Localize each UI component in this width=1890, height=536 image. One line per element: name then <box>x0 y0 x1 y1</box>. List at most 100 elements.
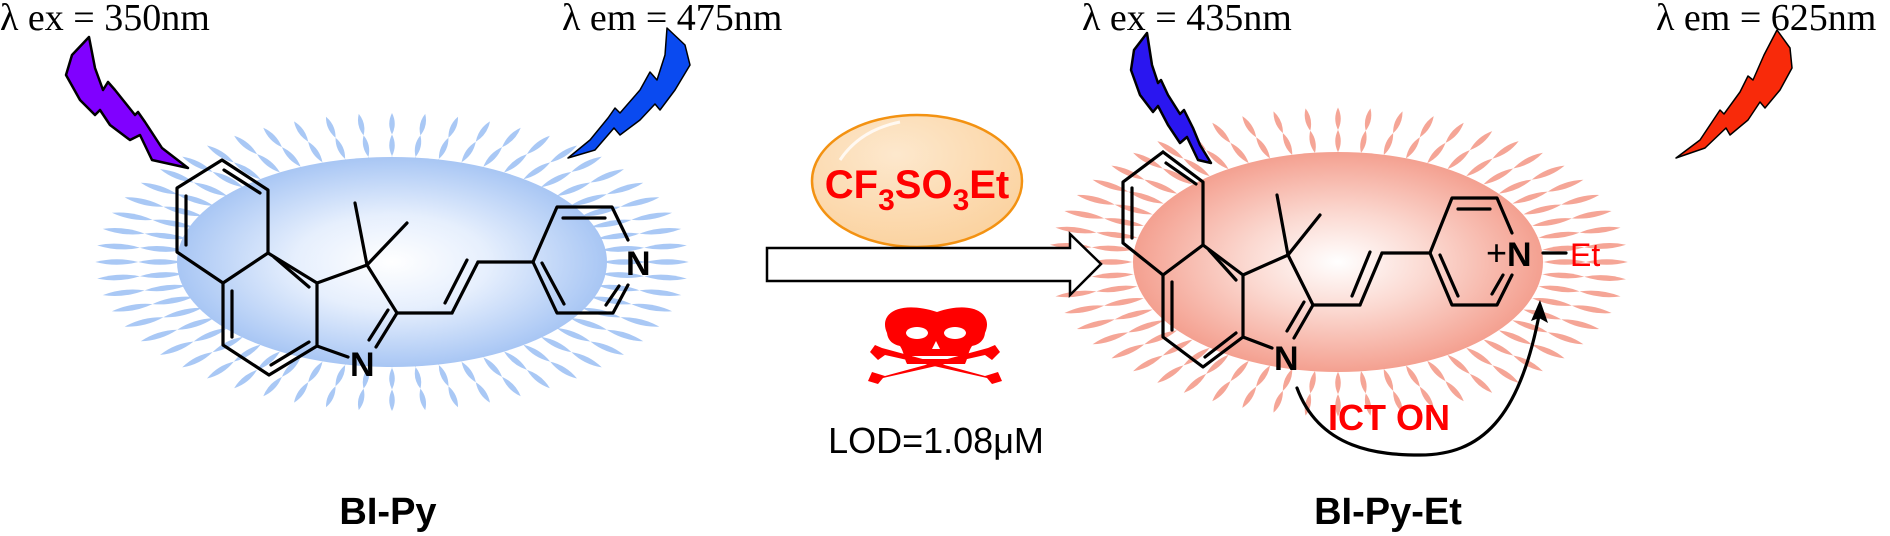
fluorescence-ray <box>1114 204 1153 215</box>
fluorescence-ray <box>177 318 214 330</box>
fluorescence-ray <box>1585 259 1628 265</box>
fluorescence-ray <box>212 336 244 353</box>
fluorescence-ray <box>523 162 551 180</box>
fluorescence-ray <box>1393 111 1403 134</box>
fluorescence-ray <box>281 357 301 377</box>
bi-py-et-structure: N + N Et <box>1121 150 1600 457</box>
fluorescence-ray <box>556 182 591 197</box>
fluorescence-ray <box>606 329 644 342</box>
ict-arrowhead-icon <box>1531 300 1548 323</box>
fluorescence-ray <box>1498 179 1532 194</box>
left-excitation-label: λ ex = 350nm <box>0 0 210 39</box>
fluorescence-ray <box>160 341 194 355</box>
fluorescence-ray <box>1064 210 1105 219</box>
reaction-arrow <box>765 231 1103 299</box>
fluorescence-ray <box>639 227 682 235</box>
fluorescence-ray <box>1111 165 1145 180</box>
fluorescence-ray <box>1512 191 1548 204</box>
fluorescence-ray <box>645 259 689 265</box>
fluorescence-ray <box>140 329 178 342</box>
fluorescence-ray <box>1335 394 1341 417</box>
fluorescence-ray <box>97 243 140 250</box>
fluorescence-ray <box>1282 133 1293 155</box>
fluorescence-ray <box>111 303 153 312</box>
fluorescence-ray <box>438 137 449 159</box>
fluorescence-ray <box>1469 131 1493 151</box>
fluorescence-ray <box>281 147 301 167</box>
right-molecule-name: BI-Py-Et <box>1314 491 1462 533</box>
fluorescence-ray <box>1096 231 1138 239</box>
fluorescence-ray <box>362 367 370 389</box>
fluorescence-ray <box>1360 130 1367 153</box>
left-glow <box>177 157 607 367</box>
fluorescence-ray <box>1144 330 1178 345</box>
fluorescence-ray <box>1242 116 1257 138</box>
fluorescence-ray <box>308 361 323 383</box>
fluorescence-ray <box>1447 150 1470 170</box>
fluorescence-ray <box>448 116 459 138</box>
fluorescence-ray <box>1561 319 1600 330</box>
fluorescence-ray <box>308 141 323 163</box>
fluorescence-ray <box>257 351 280 370</box>
fluorescence-ray <box>294 121 309 142</box>
fluorescence-ray <box>1183 373 1207 393</box>
fluorescence-ray <box>1383 133 1394 155</box>
fluorescence-ray <box>1092 179 1129 192</box>
fluorescence-ray <box>1076 194 1115 205</box>
fluorescence-ray <box>1335 107 1341 130</box>
fluorescence-ray <box>139 272 183 278</box>
fluorescence-ray <box>1309 130 1316 153</box>
fluorescence-ray <box>97 274 140 281</box>
fluorescence-ray <box>644 274 687 281</box>
excitation-lightning-icon <box>1129 31 1213 165</box>
fluorescence-ray <box>140 182 178 195</box>
fluorescence-ray <box>1427 360 1446 382</box>
fluorescence-ray <box>556 327 591 342</box>
fluorescence-ray <box>357 113 365 136</box>
fluorescence-ray <box>1304 108 1312 131</box>
fluorescence-ray <box>234 135 258 155</box>
fluorescence-ray <box>590 341 624 355</box>
fluorescence-ray <box>461 141 476 163</box>
fluorescence-ray <box>1571 210 1612 219</box>
fluorescence-ray <box>1466 158 1493 177</box>
fluorescence-ray <box>389 112 395 135</box>
fluorescence-ray <box>1133 355 1163 372</box>
fluorescence-ray <box>631 212 673 221</box>
fluorescence-ray <box>571 352 602 368</box>
fluorescence-ray <box>581 206 621 217</box>
fluorescence-ray <box>1531 165 1565 180</box>
fluorescence-ray <box>1212 381 1231 402</box>
fluorescence-ray <box>1512 320 1548 333</box>
fluorescence-ray <box>1532 218 1572 227</box>
fluorescence-ray <box>163 206 203 217</box>
fluorescence-ray <box>1335 371 1341 395</box>
fluorescence-ray <box>124 197 164 207</box>
fluorescence-ray <box>1104 297 1144 306</box>
fluorescence-ray <box>233 162 261 180</box>
fluorescence-ray <box>1064 305 1105 314</box>
fluorescence-ray <box>1531 344 1565 359</box>
fluorescence-ray <box>1538 231 1580 239</box>
fluorescence-ray <box>1309 371 1316 394</box>
ict-on-label: ICT ON <box>1328 397 1450 438</box>
excitation-lightning-icon <box>64 35 190 170</box>
fluorescence-ray <box>1096 285 1138 293</box>
fluorescence-ray <box>475 382 490 403</box>
fluorescence-ray <box>1427 142 1446 164</box>
fluorescence-ray <box>263 127 282 148</box>
fluorescence-ray <box>631 303 673 312</box>
fluorescence-ray <box>257 154 280 173</box>
fluorescence-ray <box>95 259 139 265</box>
fluorescence-ray <box>483 147 503 167</box>
fluorescence-ray <box>1144 179 1178 194</box>
fluorescence-ray <box>1538 285 1580 293</box>
fluorescence-ray <box>1483 168 1514 185</box>
fluorescence-ray <box>590 296 632 305</box>
fluorescence-ray <box>182 352 213 368</box>
fluorescence-ray <box>163 307 203 318</box>
fluorescence-ray <box>419 388 427 411</box>
fluorescence-ray <box>606 182 644 195</box>
fluorescence-ray <box>144 232 187 240</box>
